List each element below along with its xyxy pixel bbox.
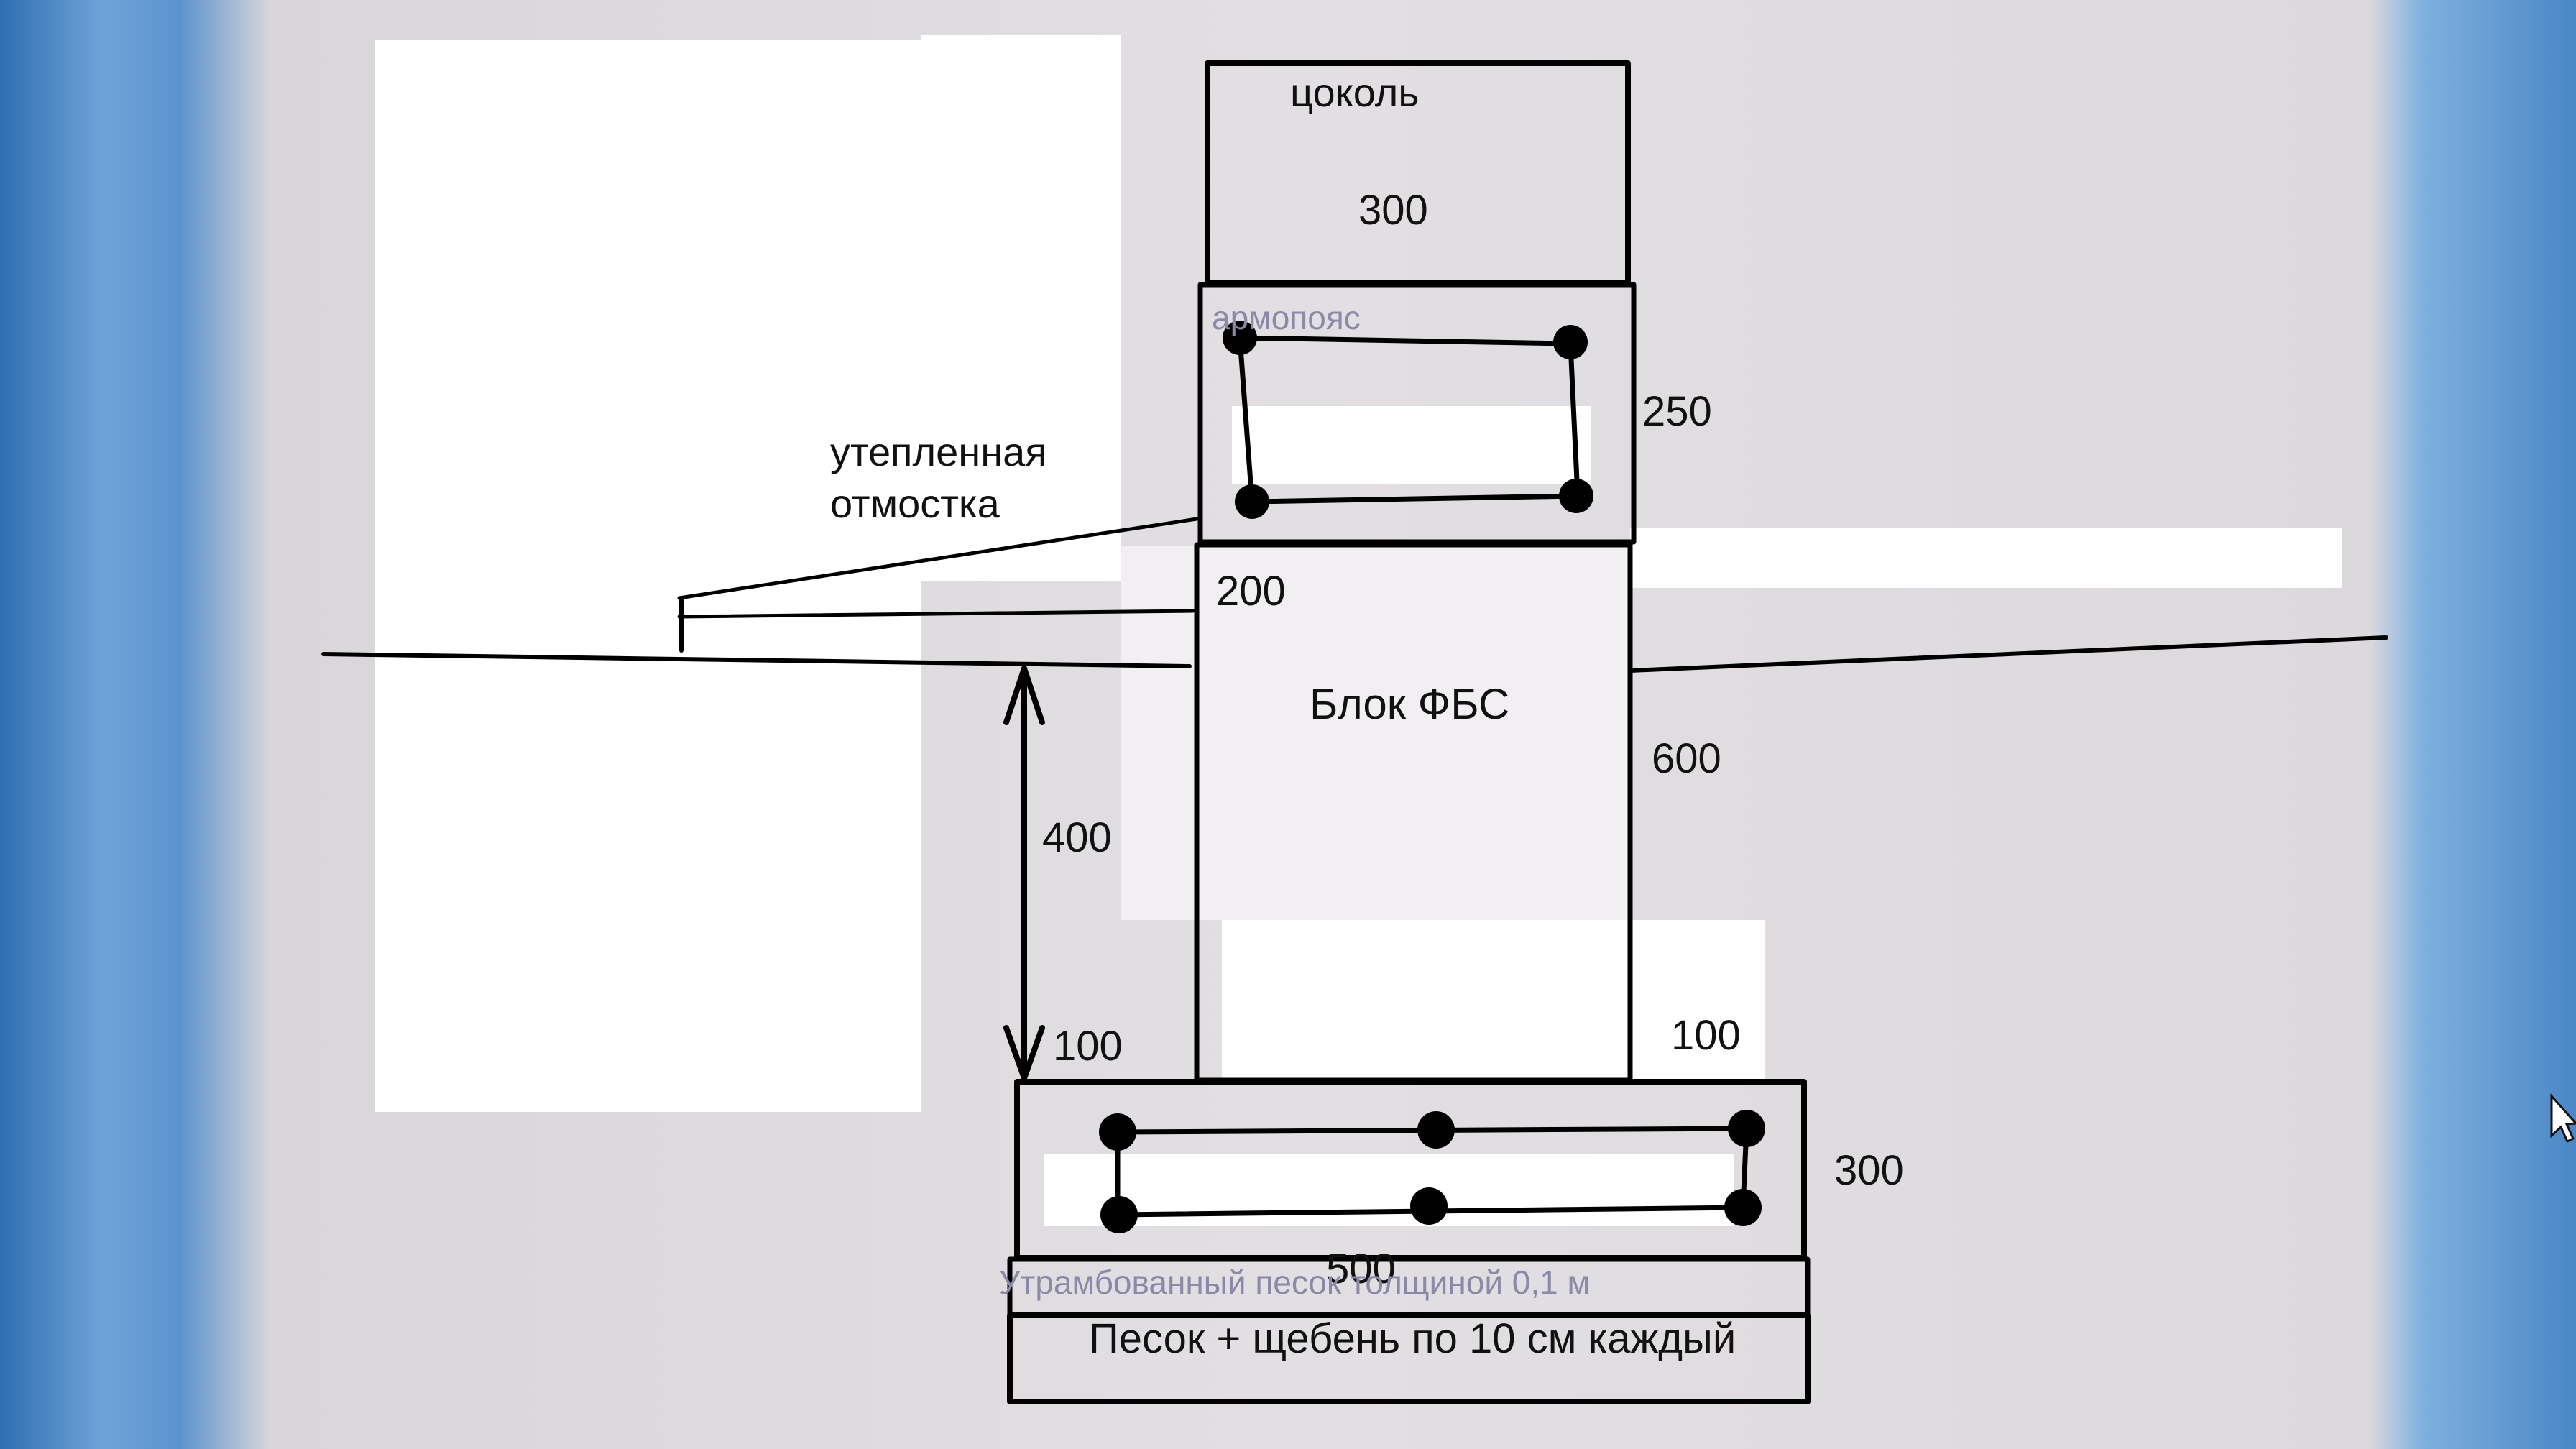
armopoyas-white-strip (1232, 406, 1591, 484)
mouse-cursor-icon (2550, 1093, 2576, 1144)
block-height-label: 600 (1652, 735, 1721, 782)
depth-arrow-head-top (1003, 666, 1045, 725)
sand-layer-label: Утрамбованный песок толщиной 0,1 м (999, 1264, 1590, 1301)
white-panel-top (921, 34, 1121, 581)
depth-label: 400 (1042, 814, 1112, 861)
white-panel-left (375, 40, 921, 1112)
rebar-dot (1728, 1110, 1765, 1147)
blind-area-thickness-label: 200 (1216, 568, 1286, 615)
offset-left-label: 100 (1053, 1023, 1123, 1070)
depth-arrow-head-bottom (1003, 1025, 1045, 1081)
footing-height-label: 300 (1834, 1147, 1904, 1194)
footing-width-label: 500 (1326, 1246, 1396, 1292)
socle-height-label: 300 (1358, 187, 1428, 234)
rebar-dot (1223, 321, 1257, 355)
blind-area-label-line2: отмостка (830, 481, 1000, 526)
blind-area-label-line1: утепленная (830, 429, 1047, 474)
rebar-dot (1559, 479, 1593, 513)
rebar-dot (1100, 1196, 1138, 1233)
white-panel-right (1630, 528, 2342, 588)
base-layer-rect (1007, 1312, 1811, 1404)
rebar-dot (1724, 1189, 1762, 1226)
rebar-dot (1410, 1187, 1448, 1225)
rebar-dot (1235, 484, 1269, 519)
blind-area-bottom-line (677, 609, 1195, 619)
rebar-dot (1099, 1113, 1136, 1151)
armopoyas-height-label: 250 (1642, 388, 1712, 435)
armopoyas-rect (1197, 282, 1637, 545)
blind-area-top-line (677, 517, 1199, 600)
block-label: Блок ФБС (1310, 680, 1509, 728)
offset-right-label: 100 (1671, 1012, 1741, 1059)
rebar-dot (1553, 325, 1588, 359)
ground-line-left (321, 652, 1192, 668)
white-panel-bottom (1222, 920, 1765, 1085)
armopoyas-label: армопояс (1212, 299, 1361, 336)
ground-line-right (1628, 635, 2388, 673)
rebar-dot (1417, 1111, 1455, 1149)
socle-label: цоколь (1290, 70, 1419, 115)
block-area-fill (1121, 546, 1630, 920)
base-layer-label: Песок + щебень по 10 см каждый (1089, 1315, 1736, 1362)
